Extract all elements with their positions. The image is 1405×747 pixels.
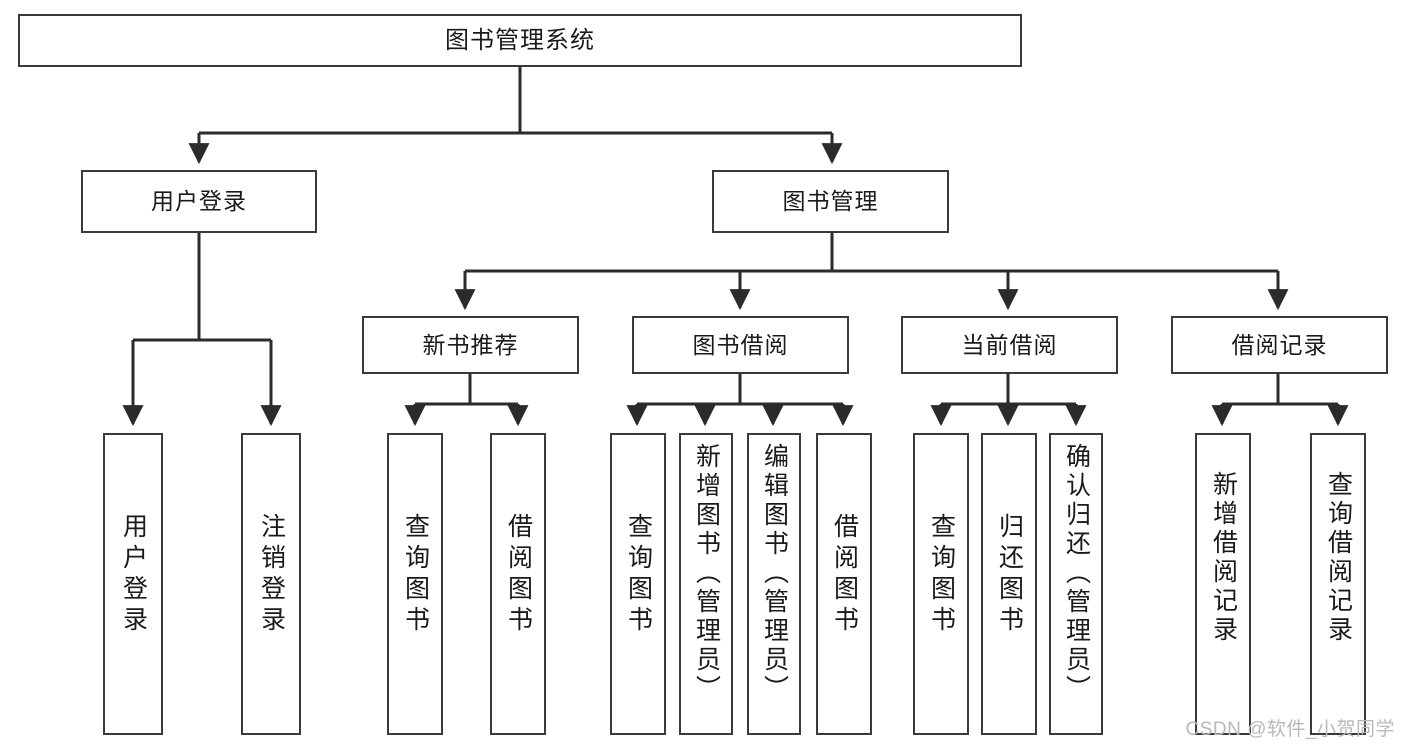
leaf-query-book-2[interactable]: 查询图书 bbox=[610, 433, 666, 735]
watermark: CSDN @软件_小贺同学 bbox=[1185, 719, 1395, 740]
leaf-borrow-book-1[interactable]: 借阅图书 bbox=[490, 433, 546, 735]
leaf-confirm-return-admin-label: 确认归还（管理员） bbox=[1062, 443, 1091, 704]
node-borrow-record[interactable]: 借阅记录 bbox=[1171, 316, 1388, 374]
leaf-borrow-book-2-label: 借阅图书 bbox=[830, 513, 859, 637]
node-root[interactable]: 图书管理系统 bbox=[18, 14, 1022, 67]
node-user-login-label: 用户登录 bbox=[151, 188, 247, 215]
leaf-query-book-2-label: 查询图书 bbox=[624, 513, 653, 637]
leaf-add-borrow-record[interactable]: 新增借阅记录 bbox=[1195, 433, 1251, 735]
leaf-add-borrow-record-label: 新增借阅记录 bbox=[1209, 471, 1238, 645]
leaf-query-book-3[interactable]: 查询图书 bbox=[913, 433, 969, 735]
node-current-borrow[interactable]: 当前借阅 bbox=[901, 316, 1118, 374]
leaf-logout-label: 注销登录 bbox=[257, 513, 286, 637]
leaf-edit-book-admin[interactable]: 编辑图书（管理员） bbox=[747, 433, 801, 735]
node-borrow-record-label: 借阅记录 bbox=[1231, 331, 1328, 358]
leaf-edit-book-admin-label: 编辑图书（管理员） bbox=[760, 443, 789, 704]
leaf-user-login-label: 用户登录 bbox=[119, 513, 148, 637]
node-new-book-recommend-label: 新书推荐 bbox=[422, 331, 519, 358]
leaf-user-login[interactable]: 用户登录 bbox=[103, 433, 163, 735]
leaf-query-book-1-label: 查询图书 bbox=[401, 513, 430, 637]
node-current-borrow-label: 当前借阅 bbox=[961, 331, 1058, 358]
leaf-return-book[interactable]: 归还图书 bbox=[981, 433, 1037, 735]
leaf-query-borrow-record-label: 查询借阅记录 bbox=[1324, 471, 1353, 645]
leaf-add-book-admin-label: 新增图书（管理员） bbox=[692, 443, 721, 704]
node-new-book-recommend[interactable]: 新书推荐 bbox=[362, 316, 579, 374]
leaf-query-borrow-record[interactable]: 查询借阅记录 bbox=[1310, 433, 1366, 735]
node-book-borrow[interactable]: 图书借阅 bbox=[632, 316, 849, 374]
node-user-login[interactable]: 用户登录 bbox=[81, 170, 317, 233]
leaf-query-book-1[interactable]: 查询图书 bbox=[387, 433, 443, 735]
leaf-borrow-book-1-label: 借阅图书 bbox=[504, 513, 533, 637]
leaf-add-book-admin[interactable]: 新增图书（管理员） bbox=[679, 433, 733, 735]
leaf-query-book-3-label: 查询图书 bbox=[927, 513, 956, 637]
leaf-confirm-return-admin[interactable]: 确认归还（管理员） bbox=[1049, 433, 1103, 735]
leaf-logout[interactable]: 注销登录 bbox=[241, 433, 301, 735]
leaf-return-book-label: 归还图书 bbox=[995, 513, 1024, 637]
node-book-manage[interactable]: 图书管理 bbox=[712, 170, 949, 233]
node-book-manage-label: 图书管理 bbox=[782, 188, 879, 215]
node-book-borrow-label: 图书借阅 bbox=[692, 331, 789, 358]
node-root-label: 图书管理系统 bbox=[445, 26, 595, 54]
leaf-borrow-book-2[interactable]: 借阅图书 bbox=[816, 433, 872, 735]
